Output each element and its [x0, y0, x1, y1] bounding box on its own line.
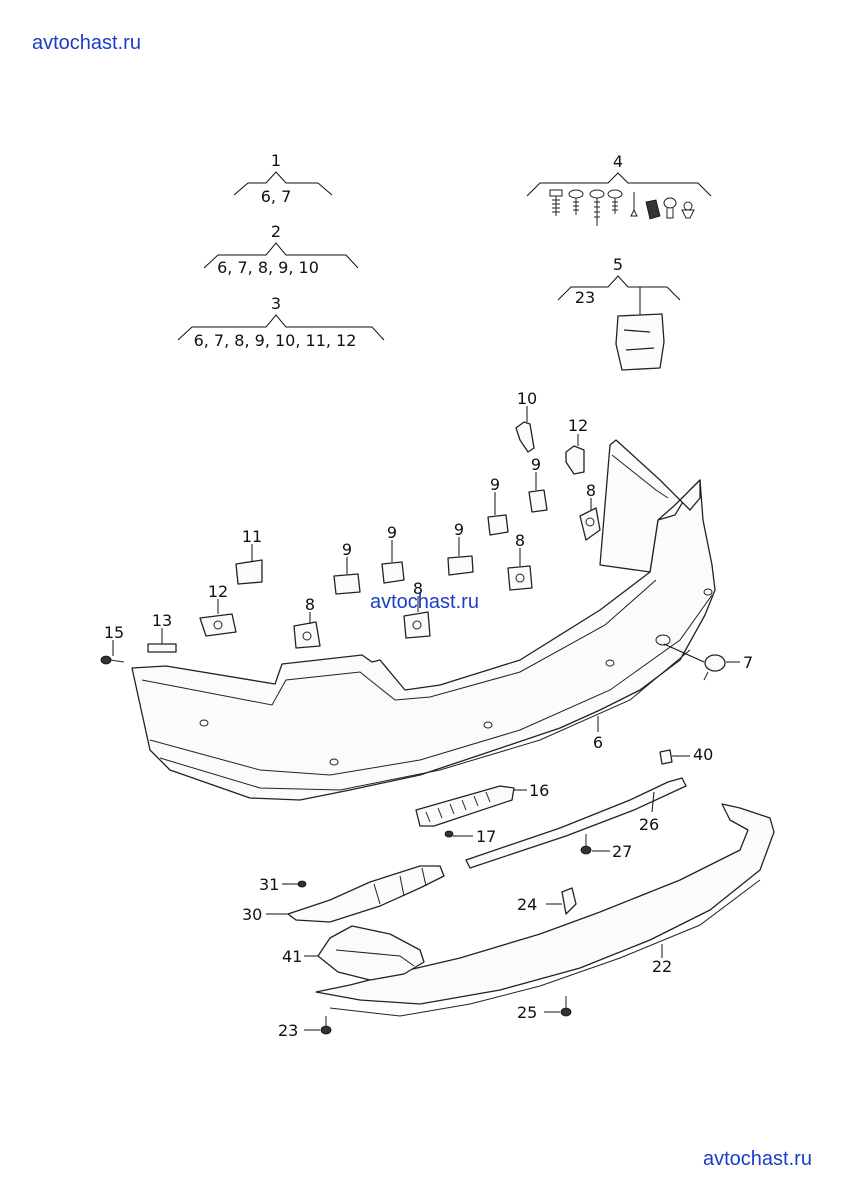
- group-1-includes: 6, 7: [261, 187, 292, 206]
- part-11: [235, 559, 263, 585]
- part-30-bracket: [287, 865, 445, 923]
- callout-12-right: 12: [568, 416, 588, 435]
- callout-8-right: 8: [586, 481, 596, 500]
- callout-9-b: 9: [490, 475, 500, 494]
- callout-11: 11: [242, 527, 262, 546]
- part-13: [147, 643, 177, 653]
- callout-6: 6: [593, 733, 603, 752]
- callout-16: 16: [529, 781, 549, 800]
- callout-12-left: 12: [208, 582, 228, 601]
- part-7-cap: [703, 654, 726, 681]
- callout-13: 13: [152, 611, 172, 630]
- callout-27: 27: [612, 842, 632, 861]
- callout-41: 41: [282, 947, 302, 966]
- part-27-screw: [580, 834, 592, 855]
- bumper-cover: [131, 439, 716, 801]
- watermark-top: avtochast.ru: [32, 32, 141, 54]
- part-17-screw: [444, 830, 454, 838]
- callout-25: 25: [517, 1003, 537, 1022]
- callout-17: 17: [476, 827, 496, 846]
- callout-8-left: 8: [305, 595, 315, 614]
- part-22-diffuser: [315, 803, 775, 1005]
- repair-kit-bag-icon: [615, 313, 665, 371]
- group-3-includes: 6, 7, 8, 9, 10, 11, 12: [194, 331, 357, 350]
- part-12-left: [199, 613, 237, 637]
- fastener-set-icon: [549, 189, 695, 226]
- callout-24: 24: [517, 895, 537, 914]
- callout-26: 26: [639, 815, 659, 834]
- group-1: 1 6, 7: [233, 151, 333, 206]
- group-1-number: 1: [271, 151, 281, 170]
- group-5: 5 23: [557, 255, 681, 371]
- callout-10: 10: [517, 389, 537, 408]
- callout-7: 7: [743, 653, 753, 672]
- callout-23: 23: [278, 1021, 298, 1040]
- part-10: [515, 421, 535, 453]
- callout-9-a: 9: [531, 455, 541, 474]
- group-5-includes: 23: [575, 288, 595, 307]
- group-4-number: 4: [613, 152, 623, 171]
- group-4: 4: [526, 152, 712, 226]
- callout-9-d: 9: [387, 523, 397, 542]
- part-12-right: [565, 445, 585, 475]
- part-31-screw: [297, 880, 307, 888]
- callout-9-e: 9: [342, 540, 352, 559]
- group-5-number: 5: [613, 255, 623, 274]
- part-26-rail: [465, 777, 687, 869]
- group-2-includes: 6, 7, 8, 9, 10: [217, 258, 319, 277]
- part-9-d: [381, 561, 405, 584]
- group-2: 2 6, 7, 8, 9, 10: [203, 222, 359, 277]
- callout-8-center: 8: [413, 579, 423, 598]
- watermark-bottom: avtochast.ru: [703, 1148, 812, 1170]
- part-15-screw: [100, 655, 125, 665]
- part-9-c: [447, 555, 474, 576]
- group-3-number: 3: [271, 294, 281, 313]
- part-8-center: [403, 611, 431, 639]
- part-9-a: [528, 489, 548, 513]
- callout-9-c: 9: [454, 520, 464, 539]
- callout-15: 15: [104, 623, 124, 642]
- part-24-clip: [561, 887, 577, 915]
- callout-31: 31: [259, 875, 279, 894]
- callout-22: 22: [652, 957, 672, 976]
- callout-30: 30: [242, 905, 262, 924]
- part-9-e: [333, 573, 361, 595]
- part-8-right: [579, 507, 601, 541]
- callout-40: 40: [693, 745, 713, 764]
- group-2-number: 2: [271, 222, 281, 241]
- part-40: [659, 749, 673, 765]
- part-8-mid-right: [507, 565, 533, 591]
- callout-8-mid-right: 8: [515, 531, 525, 550]
- part-16-guide: [415, 785, 515, 827]
- group-3: 3 6, 7, 8, 9, 10, 11, 12: [177, 294, 385, 350]
- part-23-screw: [320, 1016, 332, 1035]
- watermark-center: avtochast.ru: [370, 591, 479, 613]
- part-25-screw: [560, 996, 572, 1017]
- part-9-b: [487, 514, 509, 536]
- part-8-left: [293, 621, 321, 649]
